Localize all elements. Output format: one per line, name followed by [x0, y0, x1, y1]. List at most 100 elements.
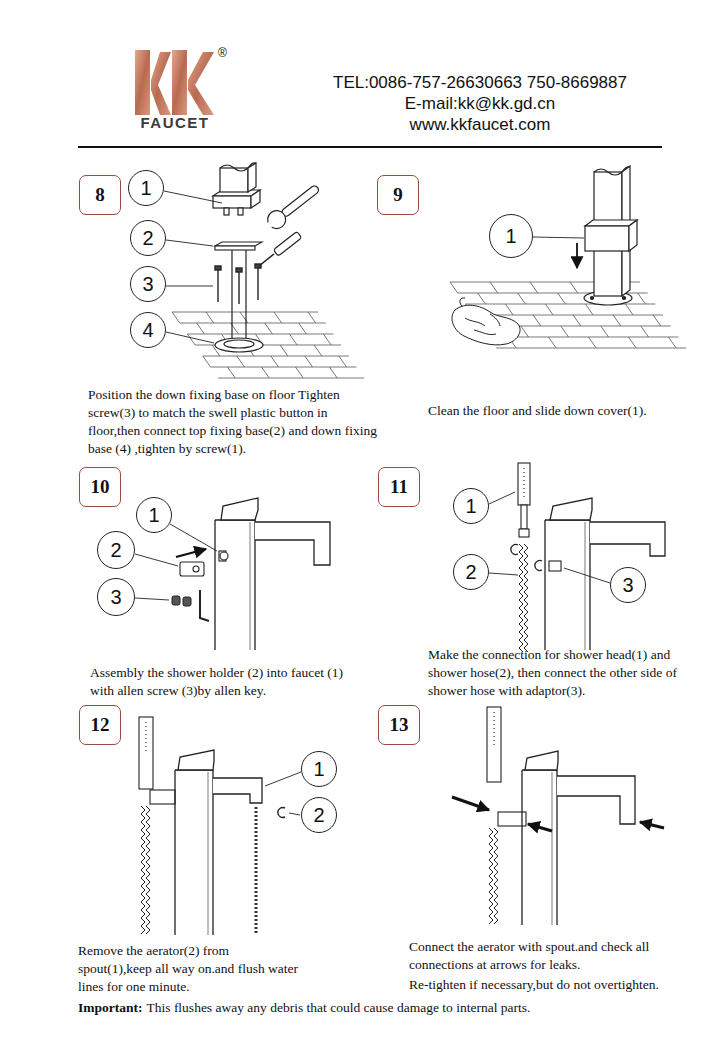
leader-line	[135, 554, 178, 566]
cleaning-hand	[460, 298, 465, 306]
pillar-cover	[585, 226, 629, 251]
faucet-pillar	[584, 166, 632, 305]
floor-tiles	[339, 356, 347, 367]
fixing-rods	[231, 250, 232, 342]
faucet-body	[545, 520, 590, 650]
shower-head	[145, 722, 146, 752]
callout-number: 1	[140, 177, 151, 199]
hose	[494, 828, 498, 924]
shower-head	[139, 717, 175, 804]
shower-holder	[180, 562, 204, 576]
floor-tiles	[478, 293, 486, 304]
screwdriver	[273, 231, 302, 256]
callout-circle: 1	[453, 488, 489, 524]
top-fixing-base	[238, 208, 243, 215]
floor-tiles	[289, 334, 297, 345]
floor-tiles	[330, 367, 338, 378]
floor-tiles	[589, 337, 597, 348]
pillar-cover	[585, 220, 637, 251]
brand-logo	[188, 52, 214, 115]
step-number: 11	[390, 476, 408, 498]
wrench	[264, 207, 289, 232]
faucet-pillar	[591, 297, 594, 300]
faucet-body	[208, 772, 209, 935]
leader-line	[135, 598, 169, 600]
callout-number: 1	[148, 504, 159, 526]
brand-name: FAUCET	[120, 114, 230, 132]
step-number: 10	[91, 476, 110, 498]
screws	[217, 270, 218, 302]
hose	[146, 806, 150, 934]
check-arrow	[640, 822, 664, 828]
callout-number: 3	[622, 574, 633, 596]
floor-tiles	[296, 367, 304, 378]
floor-tiles	[450, 282, 686, 348]
callout-circle: 1	[301, 751, 337, 787]
brand-logo	[135, 50, 150, 115]
shower-head	[487, 707, 526, 826]
seal-ring	[511, 545, 518, 555]
faucet-pillar	[220, 168, 248, 192]
faucet-body	[213, 778, 262, 803]
fixing-plate	[215, 242, 262, 246]
callout-number: 1	[313, 758, 324, 780]
floor-tiles	[172, 312, 180, 323]
top-fixing-base	[224, 208, 229, 215]
pillar-cover	[629, 220, 637, 251]
floor-tiles	[206, 312, 214, 323]
step-caption: Position the down fixing base on floor T…	[88, 386, 383, 458]
screws	[215, 266, 221, 270]
faucet-body	[178, 750, 214, 770]
leader-line	[166, 240, 213, 246]
connector	[220, 552, 228, 560]
down-fixing-base	[215, 338, 263, 352]
faucet-body	[255, 522, 330, 565]
shower-head	[518, 463, 530, 505]
screws	[257, 268, 258, 300]
cleaning-hand	[452, 305, 520, 345]
leader-line	[289, 813, 300, 815]
step-number-box: 11	[378, 467, 420, 507]
floor-tiles	[533, 315, 541, 326]
faucet-body	[550, 498, 592, 520]
faucet-body	[545, 498, 665, 650]
shower-holder	[193, 566, 199, 572]
cleaning-hand	[465, 318, 485, 326]
callout-circle: 2	[130, 220, 166, 256]
floor-tiles	[558, 293, 566, 304]
floor-tiles	[505, 304, 513, 315]
hose	[519, 544, 523, 652]
shower-head	[523, 468, 524, 500]
floor-tiles	[496, 348, 686, 349]
email-address: E-mail:kk@kk.gd.cn	[280, 93, 680, 114]
wrench	[281, 184, 321, 217]
step-number-box: 13	[378, 705, 420, 745]
step-number: 13	[390, 714, 409, 736]
step-number: 12	[91, 714, 110, 736]
down-fixing-base	[215, 338, 263, 352]
leader-line	[164, 191, 222, 203]
floor-tiles	[625, 304, 633, 315]
shower-head	[521, 505, 527, 529]
connector	[219, 551, 228, 561]
floor-tiles	[473, 315, 663, 316]
faucet-body	[522, 770, 557, 925]
registered-mark: ®	[218, 46, 227, 60]
floor-tiles	[305, 356, 313, 367]
floor-tiles	[669, 337, 677, 348]
floor-tiles	[308, 312, 316, 323]
top-fixing-base	[251, 190, 260, 208]
step-caption: Connect the aerator with spout.and check…	[409, 938, 694, 974]
leader-line	[533, 237, 584, 238]
allen-screws	[172, 596, 191, 606]
faucet-pillar	[622, 167, 630, 172]
callout-circle: 4	[130, 312, 166, 348]
important-note-heading: Important:	[78, 999, 143, 1017]
shower-head	[493, 712, 494, 745]
floor-tiles	[653, 315, 661, 326]
faucet-body	[215, 498, 330, 650]
floor-tiles	[218, 378, 364, 379]
